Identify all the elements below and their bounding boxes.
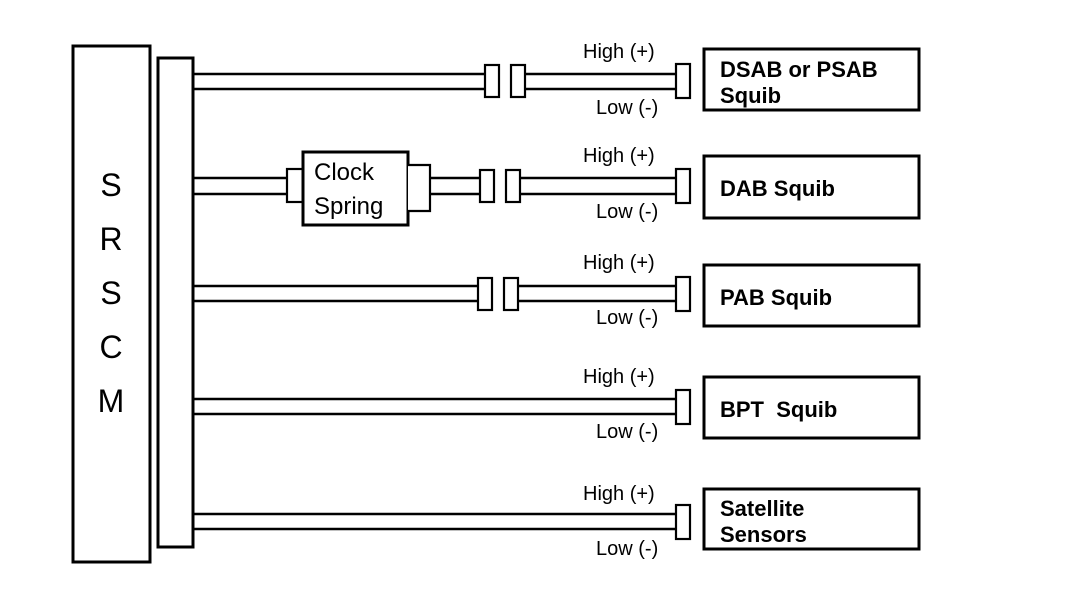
circuit-dab: Clock Spring High (+) Low (-) DAB Squib <box>193 145 921 227</box>
clock-spring-label-line1: Clock <box>314 159 375 186</box>
squib-connector <box>674 62 692 100</box>
high-label: High (+) <box>583 366 655 388</box>
device-box <box>702 263 921 328</box>
squib-connector <box>674 388 692 426</box>
device-box <box>702 154 921 220</box>
high-label: High (+) <box>583 252 655 274</box>
connector-half-right <box>502 276 520 312</box>
connector-half-left <box>476 276 494 312</box>
device-box <box>702 47 921 112</box>
device-label-line2: Sensors <box>720 522 807 547</box>
connector-half-right <box>504 168 522 204</box>
clock-spring-label-line2: Spring <box>314 193 383 220</box>
clock-spring-input-connector <box>285 167 305 204</box>
device-label-line2: Squib <box>720 83 781 108</box>
connector-half-left <box>483 63 501 99</box>
srscm-letter: S <box>100 275 121 311</box>
clock-spring-output-connector <box>408 163 432 213</box>
connector-half-right <box>509 63 527 99</box>
srscm-letter: M <box>98 383 125 419</box>
circuit-bpt: High (+) Low (-) BPT Squib <box>193 366 921 443</box>
srscm-connector-strip <box>156 56 195 549</box>
low-label: Low (-) <box>596 421 658 443</box>
srscm-letter: S <box>100 167 121 203</box>
squib-connector <box>674 503 692 541</box>
srscm-letter: R <box>99 221 122 257</box>
circuit-pab: High (+) Low (-) PAB Squib <box>193 252 921 329</box>
low-label: Low (-) <box>596 201 658 223</box>
device-box <box>702 375 921 440</box>
device-box <box>702 487 921 551</box>
device-label: PAB Squib <box>720 285 832 310</box>
device-label-line1: DSAB or PSAB <box>720 57 878 82</box>
squib-connector <box>674 167 692 205</box>
device-label: DAB Squib <box>720 176 835 201</box>
circuit-satellite-sensors: High (+) Low (-) Satellite Sensors <box>193 483 921 560</box>
low-label: Low (-) <box>596 97 658 119</box>
device-label-line1: Satellite <box>720 496 804 521</box>
circuit-dsab-psab: High (+) Low (-) DSAB or PSAB Squib <box>193 41 921 119</box>
low-label: Low (-) <box>596 538 658 560</box>
high-label: High (+) <box>583 145 655 167</box>
squib-connector <box>674 275 692 313</box>
high-label: High (+) <box>583 41 655 63</box>
srscm-letter: C <box>99 329 122 365</box>
device-label: BPT Squib <box>720 397 837 422</box>
low-label: Low (-) <box>596 307 658 329</box>
high-label: High (+) <box>583 483 655 505</box>
srscm-module-box <box>71 44 152 564</box>
connector-half-left <box>478 168 496 204</box>
